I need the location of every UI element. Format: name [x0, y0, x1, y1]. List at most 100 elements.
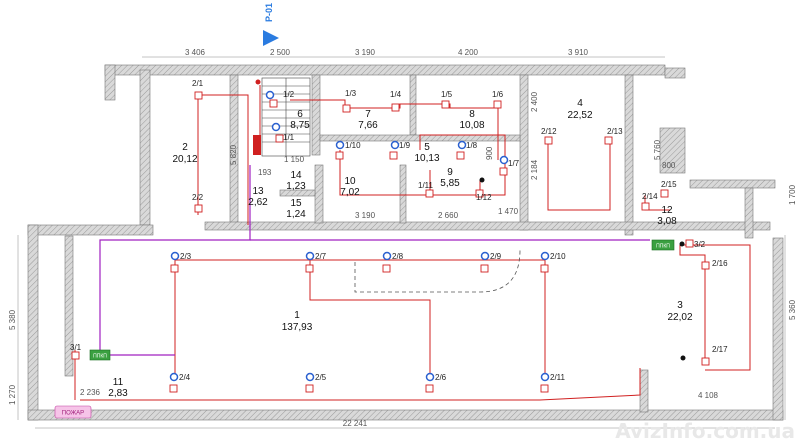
watermark: AvizInfo.com.ua [615, 419, 795, 443]
room-7-area: 7,66 [358, 120, 378, 131]
svg-text:2/15: 2/15 [661, 180, 677, 189]
control-panel-right: ППКП [651, 239, 675, 251]
svg-text:2 500: 2 500 [270, 48, 291, 57]
zone-outline [354, 249, 521, 293]
room-15-number: 15 [290, 198, 302, 209]
svg-text:1/7: 1/7 [508, 159, 520, 168]
svg-text:2/14: 2/14 [642, 192, 658, 201]
svg-text:1 700: 1 700 [788, 184, 797, 205]
svg-text:1 470: 1 470 [498, 207, 519, 216]
svg-text:2/11: 2/11 [550, 373, 566, 382]
smoke-detectors [169, 90, 550, 382]
room-4-number: 4 [577, 98, 583, 109]
room-11-area: 2,83 [108, 388, 128, 399]
svg-text:2 236: 2 236 [80, 388, 101, 397]
svg-text:2/17: 2/17 [712, 345, 728, 354]
svg-text:2/12: 2/12 [541, 127, 557, 136]
svg-text:3 190: 3 190 [355, 48, 376, 57]
entry-point [255, 79, 261, 85]
svg-text:2/16: 2/16 [712, 259, 728, 268]
svg-text:1/2: 1/2 [283, 90, 295, 99]
svg-text:22 241: 22 241 [343, 419, 368, 428]
svg-text:2/7: 2/7 [315, 252, 327, 261]
room-13-number: 13 [252, 186, 264, 197]
section-marker-label: P-01 [264, 3, 274, 22]
room-8-number: 8 [469, 109, 475, 120]
room-7-number: 7 [365, 109, 371, 120]
svg-text:1/5: 1/5 [441, 90, 453, 99]
staircase [261, 77, 311, 157]
section-marker-icon [263, 30, 279, 46]
fire-sign-label: ПОЖАР [62, 411, 84, 417]
svg-text:2 660: 2 660 [438, 211, 459, 220]
room-2-number: 2 [182, 142, 188, 153]
room-5-area: 10,13 [414, 153, 439, 164]
svg-text:1/4: 1/4 [390, 90, 402, 99]
room-6-number: 6 [297, 109, 303, 120]
dimension-labels-inner: 5 820 1 150 193 3 190 2 660 1 470 2 400 … [229, 91, 539, 220]
room-1-area: 137,93 [282, 322, 313, 333]
svg-text:2/3: 2/3 [180, 252, 192, 261]
room-15-area: 1,24 [286, 209, 306, 220]
svg-text:3 910: 3 910 [568, 48, 589, 57]
svg-text:2/4: 2/4 [179, 373, 191, 382]
room-3-number: 3 [677, 300, 683, 311]
svg-text:2/6: 2/6 [435, 373, 447, 382]
svg-text:2/5: 2/5 [315, 373, 327, 382]
room-10-area: 7,02 [340, 187, 360, 198]
svg-text:1/10: 1/10 [345, 141, 361, 150]
svg-text:900: 900 [485, 146, 494, 160]
room-5-number: 5 [424, 142, 430, 153]
svg-text:2 400: 2 400 [530, 91, 539, 112]
room-13-area: 2,62 [248, 197, 268, 208]
room-11-number: 11 [113, 377, 124, 388]
panel-label-right: ППКП [656, 244, 670, 250]
room-6-area: 8,75 [290, 120, 310, 131]
signal-bus [99, 165, 650, 356]
svg-text:1/1: 1/1 [283, 133, 295, 142]
svg-text:3 406: 3 406 [185, 48, 206, 57]
svg-text:1 270: 1 270 [8, 384, 17, 405]
svg-text:2/13: 2/13 [607, 127, 623, 136]
svg-text:3/2: 3/2 [694, 240, 706, 249]
room-9-number: 9 [447, 167, 453, 178]
room-12-number: 12 [661, 205, 673, 216]
room-1-number: 1 [294, 310, 300, 321]
svg-text:5 380: 5 380 [8, 309, 17, 330]
control-panel-left: ППКП [89, 349, 111, 361]
room-10-number: 10 [344, 176, 356, 187]
dimension-lines [17, 56, 786, 429]
svg-text:2/10: 2/10 [550, 252, 566, 261]
svg-text:2/8: 2/8 [392, 252, 404, 261]
svg-text:1 150: 1 150 [284, 155, 305, 164]
heat-detectors [71, 91, 710, 393]
svg-text:3/1: 3/1 [70, 343, 82, 352]
room-4-area: 22,52 [567, 110, 592, 121]
svg-text:2 184: 2 184 [530, 159, 539, 180]
svg-text:1/6: 1/6 [492, 90, 504, 99]
device-labels: 1/1 1/2 1/3 1/4 1/5 1/6 1/7 1/8 1/9 1/10… [70, 79, 728, 382]
svg-text:4 108: 4 108 [698, 391, 719, 400]
hydrant-box [253, 135, 261, 155]
svg-text:1/12: 1/12 [476, 193, 492, 202]
room-9-area: 5,85 [440, 178, 460, 189]
svg-text:5 360: 5 360 [788, 299, 797, 320]
room-2-area: 20,12 [172, 154, 197, 165]
dimension-labels-side: 5 380 1 270 5 360 1 700 5 760 800 [8, 139, 797, 405]
svg-text:1/3: 1/3 [345, 89, 357, 98]
dimension-labels-bottom: 2 236 22 241 4 108 [80, 388, 719, 428]
svg-text:1/9: 1/9 [399, 141, 411, 150]
svg-text:193: 193 [258, 168, 272, 177]
sirens [479, 177, 686, 361]
dimension-labels-top: 3 406 2 500 3 190 4 200 3 910 [185, 48, 589, 57]
fire-sign: ПОЖАР [54, 405, 92, 419]
svg-text:1/8: 1/8 [466, 141, 478, 150]
svg-text:2/9: 2/9 [490, 252, 502, 261]
room-14-number: 14 [290, 170, 302, 181]
svg-text:1/11: 1/11 [418, 181, 434, 190]
room-labels: 1 137,93 2 20,12 3 22,02 4 22,52 5 10,13… [108, 98, 693, 399]
svg-text:2/2: 2/2 [192, 193, 204, 202]
svg-text:4 200: 4 200 [458, 48, 479, 57]
svg-text:5 820: 5 820 [229, 144, 238, 165]
